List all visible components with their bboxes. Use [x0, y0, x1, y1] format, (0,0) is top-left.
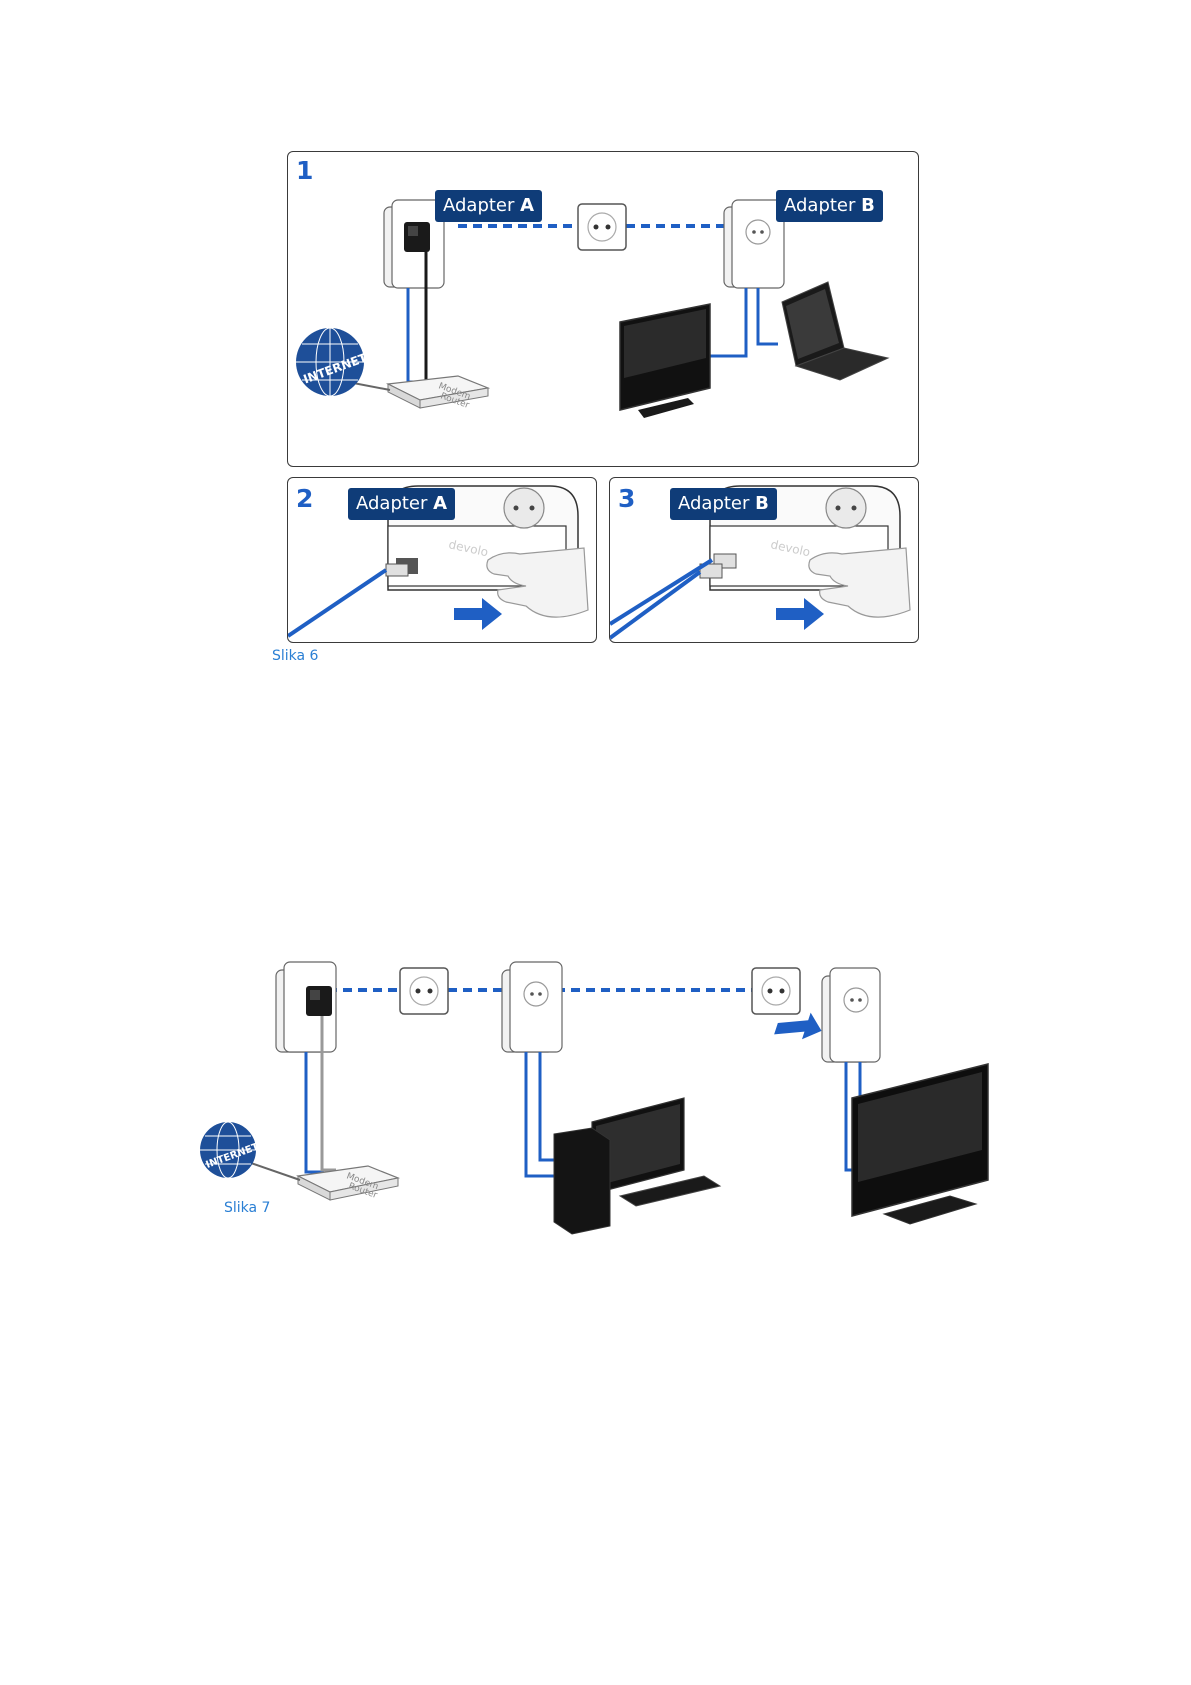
globe-icon: INTERNET: [200, 1122, 261, 1178]
desktop-pc-icon: [554, 1098, 720, 1234]
wall-socket-icon: [400, 968, 448, 1014]
powerline-adapter-icon: [502, 962, 562, 1052]
powerline-adapter-icon: [822, 968, 880, 1062]
wall-socket-icon: [752, 968, 800, 1014]
powerline-adapter-icon: [276, 962, 336, 1052]
figure7-caption: Slika 7: [224, 1200, 270, 1216]
tv-icon: [852, 1064, 988, 1224]
